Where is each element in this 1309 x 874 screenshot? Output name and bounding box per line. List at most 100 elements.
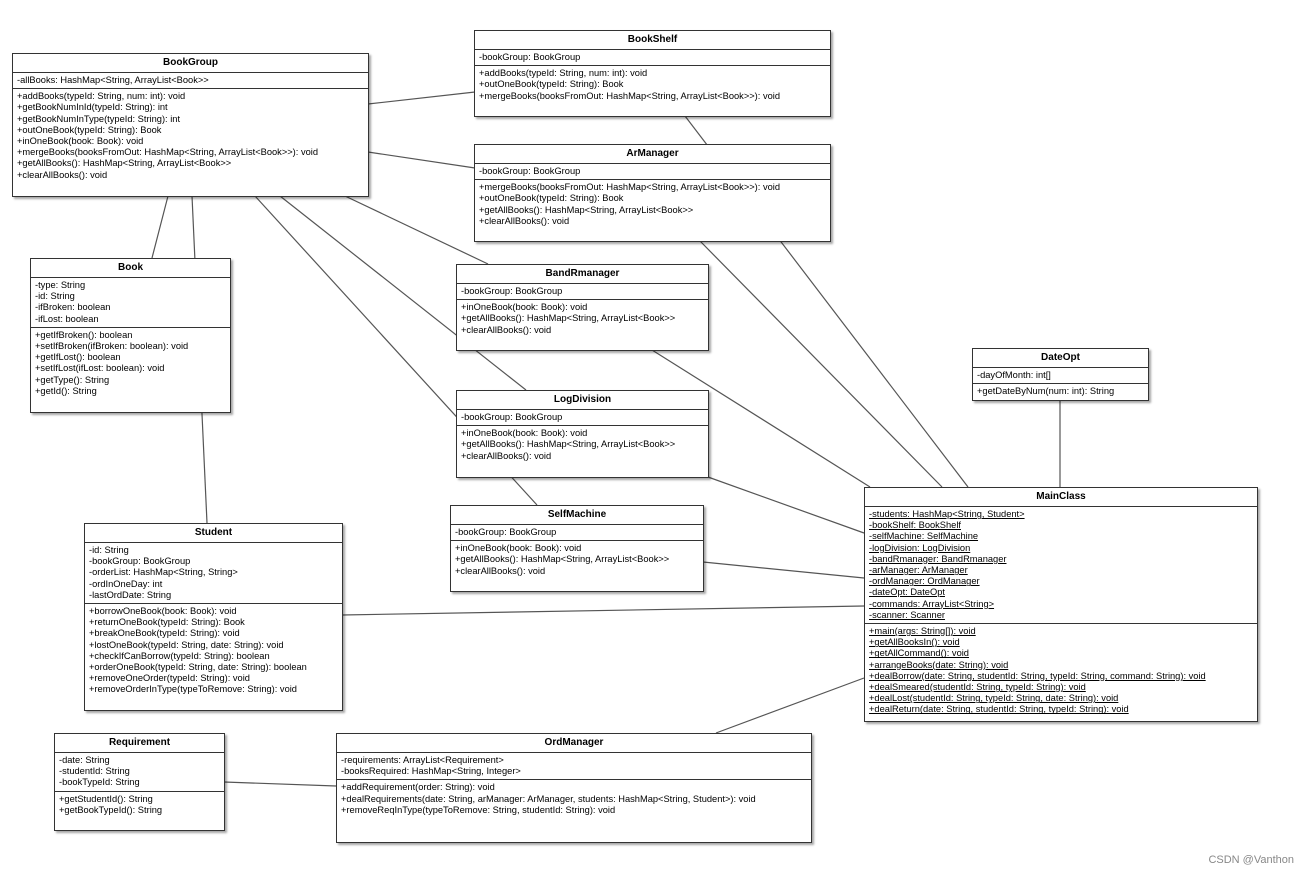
operations-section: +addBooks(typeId: String, num: int): voi… [475,66,830,104]
operation-line: +setIfBroken(ifBroken: boolean): void [35,341,189,352]
operation-line: +getBookNumInId(typeId: String): int [17,102,168,113]
operation-line: +getAllBooks(): HashMap<String, ArrayLis… [17,158,232,169]
attribute-line: -bookShelf: BookShelf [869,520,961,531]
class-name: Student [85,524,342,543]
edge-logdivision-mainclass [707,476,865,534]
operation-line: +lostOneBook(typeId: String, date: Strin… [89,639,284,650]
operations-section: +main(args: String[]): void+getAllBooksI… [865,624,1257,718]
attribute-line: -ifBroken: boolean [35,302,111,313]
attributes-section: -date: String-studentId: String-bookType… [55,753,224,792]
operation-line: +getAllCommand(): void [869,648,969,659]
edge-student-mainclass [341,605,865,616]
operation-line: +removeReqInType(typeToRemove: String, s… [341,804,616,815]
operation-line: +mergeBooks(booksFromOut: HashMap<String… [479,90,780,101]
attribute-line: -allBooks: HashMap<String, ArrayList<Boo… [17,75,209,85]
attribute-line: -ordManager: OrdManager [869,576,980,587]
operations-section: +inOneBook(book: Book): void+getAllBooks… [457,300,708,338]
operation-line: +clearAllBooks(): void [455,565,546,576]
class-name: BookGroup [13,54,368,73]
operation-line: +getAllBooks(): HashMap<String, ArrayLis… [461,439,676,450]
class-requirement[interactable]: Requirement -date: String-studentId: Str… [54,733,225,831]
operation-line: +mergeBooks(booksFromOut: HashMap<String… [17,147,318,158]
attribute-line: -ordInOneDay: int [89,578,163,589]
attribute-line: -bookGroup: BookGroup [461,286,563,296]
attribute-line: -dateOpt: DateOpt [869,587,945,598]
operation-line: +dealReturn(date: String, studentId: Str… [869,704,1129,715]
class-bookshelf[interactable]: BookShelf -bookGroup: BookGroup +addBook… [474,30,831,117]
class-selfmachine[interactable]: SelfMachine -bookGroup: BookGroup +inOne… [450,505,704,592]
operation-line: +returnOneBook(typeId: String): Book [89,617,245,628]
attribute-line: -type: String [35,280,86,290]
operations-section: +getStudentId(): String+getBookTypeId():… [55,792,224,818]
class-name: Book [31,259,230,278]
attribute-line: -bookGroup: BookGroup [89,556,191,567]
watermark: CSDN @Vanthon [1208,854,1294,866]
attributes-section: -bookGroup: BookGroup [475,50,830,67]
attributes-section: -requirements: ArrayList<Requirement>-bo… [337,753,811,781]
operation-line: +getAllBooksIn(): void [869,637,960,648]
class-book[interactable]: Book -type: String-id: String-ifBroken: … [30,258,231,413]
operation-line: +getAllBooks(): HashMap<String, ArrayLis… [455,554,670,565]
edge-requirement-ordmanager [223,781,337,787]
attribute-line: -studentId: String [59,766,130,777]
operation-line: +dealSmeared(studentId: String, typeId: … [869,682,1086,693]
operation-line: +clearAllBooks(): void [461,324,552,335]
operation-line: +mergeBooks(booksFromOut: HashMap<String… [479,182,780,193]
class-bandrmanager[interactable]: BandRmanager -bookGroup: BookGroup +inOn… [456,264,709,351]
operations-section: +addBooks(typeId: String, num: int): voi… [13,89,368,183]
attributes-section: -bookGroup: BookGroup [457,410,708,427]
operation-line: +dealLost(studentId: String, typeId: Str… [869,693,1119,704]
attribute-line: -ifLost: boolean [35,313,99,324]
edge-bookgroup-bandrmanager [344,195,489,265]
operation-line: +addRequirement(order: String): void [341,782,495,793]
operation-line: +getIfLost(): boolean [35,352,121,363]
attribute-line: -bookGroup: BookGroup [479,52,581,62]
operation-line: +outOneBook(typeId: String): Book [17,124,162,135]
operation-line: +addBooks(typeId: String, num: int): voi… [17,91,186,102]
operation-line: +breakOneBook(typeId: String): void [89,628,240,639]
operation-line: +checkIfCanBorrow(typeId: String): boole… [89,650,270,661]
operation-line: +arrangeBooks(date: String): void [869,659,1009,670]
operation-line: +orderOneBook(typeId: String, date: Stri… [89,662,307,673]
operation-line: +outOneBook(typeId: String): Book [479,79,624,90]
operation-line: +setIfLost(ifLost: boolean): void [35,363,165,374]
class-bookgroup[interactable]: BookGroup -allBooks: HashMap<String, Arr… [12,53,369,197]
attribute-line: -date: String [59,755,110,765]
operation-line: +dealBorrow(date: String, studentId: Str… [869,670,1206,681]
class-logdivision[interactable]: LogDivision -bookGroup: BookGroup +inOne… [456,390,709,478]
class-name: ArManager [475,145,830,164]
attribute-line: -dayOfMonth: int[] [977,370,1051,380]
operation-line: +inOneBook(book: Book): void [17,136,144,147]
class-name: SelfMachine [451,506,703,525]
attribute-line: -bookTypeId: String [59,777,140,788]
operation-line: +outOneBook(typeId: String): Book [479,193,624,204]
operation-line: +inOneBook(book: Book): void [461,428,588,439]
attributes-section: -dayOfMonth: int[] [973,368,1148,385]
class-mainclass[interactable]: MainClass -students: HashMap<String, Stu… [864,487,1258,722]
operations-section: +getDateByNum(num: int): String [973,384,1148,399]
attributes-section: -students: HashMap<String, Student>-book… [865,507,1257,625]
edge-ordmanager-mainclass [715,677,865,734]
operation-line: +getDateByNum(num: int): String [977,386,1115,397]
edge-bandrmanager-mainclass [651,349,871,488]
attribute-line: -lastOrdDate: String [89,589,172,600]
operation-line: +main(args: String[]): void [869,626,976,637]
operation-line: +inOneBook(book: Book): void [455,543,582,554]
attribute-line: -arManager: ArManager [869,565,968,576]
class-student[interactable]: Student -id: String-bookGroup: BookGroup… [84,523,343,711]
class-name: OrdManager [337,734,811,753]
operations-section: +inOneBook(book: Book): void+getAllBooks… [457,426,708,464]
operation-line: +removeOneOrder(typeId: String): void [89,673,250,684]
class-name: Requirement [55,734,224,753]
class-armanager[interactable]: ArManager -bookGroup: BookGroup +mergeBo… [474,144,831,242]
class-dateopt[interactable]: DateOpt -dayOfMonth: int[] +getDateByNum… [972,348,1149,401]
class-name: MainClass [865,488,1257,507]
class-ordmanager[interactable]: OrdManager -requirements: ArrayList<Requ… [336,733,812,843]
attributes-section: -type: String-id: String-ifBroken: boole… [31,278,230,328]
attribute-line: -bandRmanager: BandRmanager [869,553,1007,564]
operation-line: +getBookTypeId(): String [59,804,163,815]
attribute-line: -id: String [89,545,129,555]
operations-section: +addRequirement(order: String): void+dea… [337,780,811,818]
attribute-line: -booksRequired: HashMap<String, Integer> [341,766,521,777]
attribute-line: -orderList: HashMap<String, String> [89,567,238,578]
